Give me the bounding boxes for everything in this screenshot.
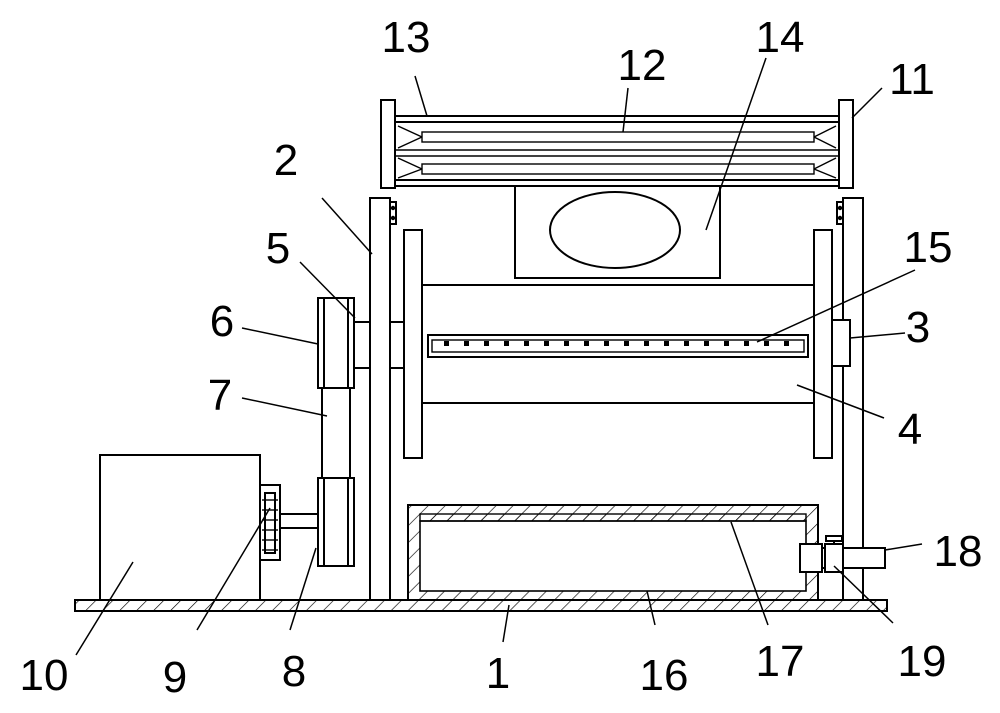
motor-shaft <box>279 513 319 529</box>
label-14: 14 <box>756 13 805 62</box>
right-frame <box>842 197 864 601</box>
drum <box>403 229 833 459</box>
label-17: 17 <box>756 637 805 686</box>
right-hinge <box>836 201 844 225</box>
label-5: 5 <box>266 224 290 273</box>
drive-belt <box>321 388 351 478</box>
reference-numerals: 1 2 3 4 5 6 7 8 9 10 11 12 13 14 15 16 1… <box>20 13 983 702</box>
label-12: 12 <box>618 41 667 90</box>
label-19: 19 <box>898 637 947 686</box>
left-hinge <box>389 201 397 225</box>
inspection-window <box>514 185 721 279</box>
left-frame <box>369 197 391 601</box>
top-cover <box>380 99 854 189</box>
label-8: 8 <box>282 647 306 696</box>
label-15: 15 <box>904 223 953 272</box>
label-3: 3 <box>906 303 930 352</box>
label-2: 2 <box>274 136 298 185</box>
upper-roller <box>397 125 837 149</box>
label-10: 10 <box>20 651 69 700</box>
label-6: 6 <box>210 297 234 346</box>
leader-lines <box>75 57 923 656</box>
filter-screen <box>419 513 807 522</box>
label-13: 13 <box>382 13 431 62</box>
label-7: 7 <box>208 371 232 420</box>
drain-valve <box>824 535 844 573</box>
label-1: 1 <box>486 649 510 698</box>
spray-bar <box>427 334 809 358</box>
label-4: 4 <box>898 405 922 454</box>
right-bearing <box>831 319 851 367</box>
upper-pulley <box>317 297 355 389</box>
lower-pulley <box>317 477 355 567</box>
lower-roller <box>397 157 837 179</box>
base-plate <box>74 599 888 612</box>
motor <box>99 454 281 601</box>
label-11: 11 <box>889 55 935 104</box>
label-9: 9 <box>163 653 187 702</box>
label-16: 16 <box>640 651 689 700</box>
label-18: 18 <box>934 527 983 576</box>
